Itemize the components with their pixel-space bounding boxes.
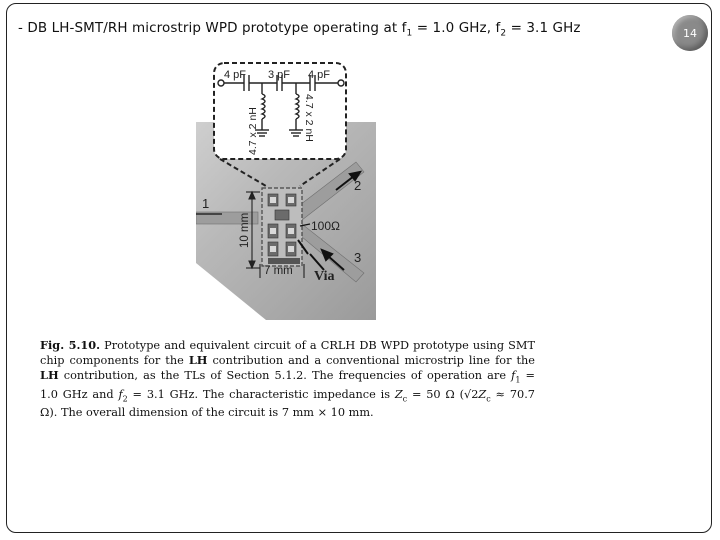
inductor-left-label: 4.7 x 2 nH: [247, 107, 259, 155]
figure-caption: Fig. 5.10. Prototype and equivalent circ…: [40, 338, 535, 420]
prototype-figure: 4 pF 3 pF 4 pF 4.7 x 2 nH 4.7 x 2 nH: [196, 58, 376, 320]
cap-right-label: 4 pF: [308, 69, 330, 81]
port-3-label: 3: [354, 250, 361, 265]
slide-title: - DB LH-SMT/RH microstrip WPD prototype …: [18, 20, 581, 39]
cap-mid-label: 3 pF: [268, 69, 290, 81]
port1-line: [196, 211, 259, 225]
slide-frame: [6, 3, 712, 533]
dimension-width-label: 7 mm: [264, 265, 293, 277]
cap-left-label: 4 pF: [224, 69, 246, 81]
resistor-label: 100Ω: [311, 219, 340, 233]
photo-cutout: [196, 263, 266, 320]
inductor-right-label: 4.7 x 2 nH: [303, 94, 315, 142]
dimension-height-label: 10 mm: [239, 213, 251, 248]
page-number-badge: 14: [672, 15, 708, 51]
equivalent-circuit-box: [213, 62, 347, 160]
circuit-drawing: 4 pF 3 pF 4 pF 4.7 x 2 nH 4.7 x 2 nH: [196, 62, 365, 320]
via-label: Via: [314, 269, 334, 284]
port-1-label: 1: [202, 196, 209, 211]
port-2-label: 2: [354, 178, 361, 193]
